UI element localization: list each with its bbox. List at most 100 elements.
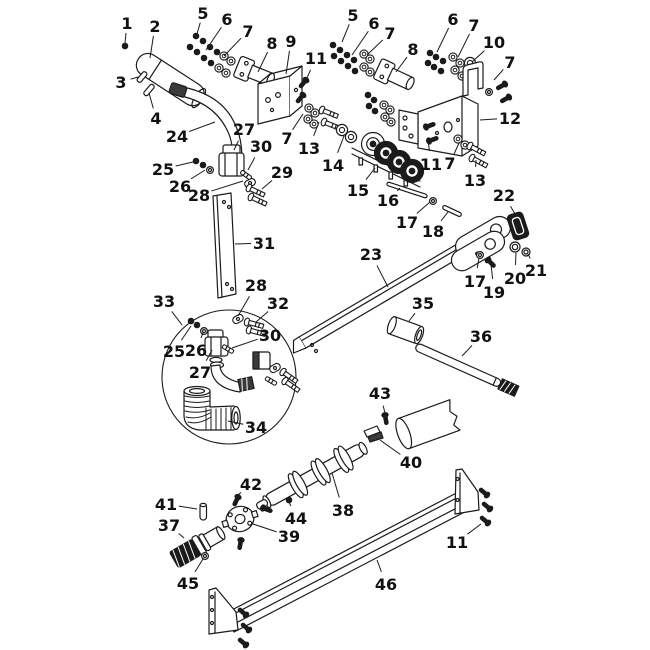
leader-line-6c — [436, 27, 450, 53]
callout-45: 45 — [177, 574, 199, 593]
callout-36: 36 — [470, 327, 492, 346]
leader-line-43 — [382, 405, 386, 414]
leader-line-45 — [194, 558, 204, 573]
leader-line-30b — [231, 338, 258, 349]
callout-44: 44 — [285, 509, 307, 528]
callout-7c: 7 — [468, 16, 479, 35]
callout-18: 18 — [422, 222, 444, 241]
part-20-ring — [509, 241, 521, 253]
callout-32: 32 — [267, 294, 289, 313]
callout-30a: 30 — [250, 137, 272, 156]
callout-17r: 17 — [464, 272, 486, 291]
callout-17m: 17 — [396, 213, 418, 232]
leader-line-6a — [205, 26, 222, 51]
callout-35: 35 — [412, 294, 434, 313]
leader-line-24 — [189, 121, 216, 132]
leader-line-7a — [223, 37, 242, 57]
callout-38: 38 — [332, 501, 354, 520]
callout-21: 21 — [525, 261, 547, 280]
part-22-cap — [506, 211, 530, 241]
cutaway-tube — [395, 399, 461, 450]
leader-line-10 — [471, 50, 485, 63]
callout-43: 43 — [369, 384, 391, 403]
part-31-post — [212, 192, 237, 299]
leader-line-2 — [149, 35, 154, 59]
leader-line-28a — [211, 180, 244, 192]
callout-29: 29 — [271, 163, 293, 182]
leader-line-36 — [461, 345, 473, 357]
callout-31: 31 — [253, 234, 275, 253]
part-33-detail-circle — [161, 309, 297, 445]
callout-12: 12 — [499, 109, 521, 128]
leader-line-17m — [416, 201, 431, 214]
callout-30b: 30 — [259, 326, 281, 345]
callout-11a: 11 — [305, 49, 327, 68]
leader-line-19 — [490, 263, 494, 280]
callout-6b: 6 — [368, 14, 379, 33]
leader-line-29 — [261, 180, 273, 190]
leader-line-12 — [479, 118, 498, 121]
part-15-pulley-stack — [351, 131, 425, 188]
callout-27a: 27 — [233, 120, 255, 139]
leader-line-18 — [440, 211, 449, 222]
callout-13f: 13 — [298, 139, 320, 158]
leader-line-6b — [351, 30, 369, 56]
leader-line-27a — [233, 140, 239, 151]
leader-line-8a — [257, 51, 269, 73]
leader-line-40 — [379, 439, 401, 455]
part-1-pin — [121, 42, 129, 50]
callout-34: 34 — [245, 418, 267, 437]
part-41-pin — [199, 502, 208, 521]
part-3-pin — [136, 71, 148, 83]
leader-line-7f — [292, 113, 304, 130]
callout-42: 42 — [240, 475, 262, 494]
part-27-clamp-top — [218, 144, 245, 177]
callout-19: 19 — [483, 283, 505, 302]
part-35-bushing — [386, 316, 425, 345]
elbow-fitting — [209, 351, 302, 395]
leader-line-9 — [285, 50, 290, 75]
part-17-nut-right — [476, 251, 484, 259]
leader-line-42 — [237, 492, 242, 496]
part-38-roller-shaft — [256, 441, 368, 510]
callout-16: 16 — [377, 191, 399, 210]
leader-line-34 — [227, 420, 244, 425]
part-8-flanged-pin-right — [373, 58, 415, 91]
callout-6a: 6 — [221, 10, 232, 29]
callout-7e: 7 — [444, 154, 455, 173]
part-36-rod — [415, 343, 520, 397]
part-46-lower-beam — [208, 468, 480, 635]
callout-3: 3 — [115, 73, 126, 92]
leader-line-22 — [510, 206, 516, 215]
part-16-rod — [386, 181, 428, 199]
leader-line-32 — [255, 311, 269, 323]
leader-line-17r — [476, 257, 480, 269]
leader-line-14 — [337, 135, 345, 154]
leader-line-39 — [252, 523, 277, 533]
leader-line-8b — [395, 56, 408, 73]
part-23-upper-beam — [292, 215, 512, 354]
callout-7d: 7 — [504, 53, 515, 72]
callout-9: 9 — [285, 32, 296, 51]
leader-line-30a — [247, 157, 256, 171]
callout-5b: 5 — [347, 6, 358, 25]
callout-8b: 8 — [407, 40, 418, 59]
leader-line-25b — [180, 325, 192, 341]
leader-line-37 — [178, 533, 185, 539]
leader-line-7d — [493, 69, 504, 81]
callout-6c: 6 — [447, 10, 458, 29]
callout-8a: 8 — [266, 34, 277, 53]
leader-line-11a — [305, 69, 312, 81]
callout-26b: 26 — [185, 341, 207, 360]
callout-7a: 7 — [242, 22, 253, 41]
callout-40: 40 — [400, 453, 422, 472]
callout-15: 15 — [347, 181, 369, 200]
leader-line-1 — [124, 32, 127, 44]
leader-line-26a — [190, 169, 206, 180]
part-44-ball — [285, 496, 293, 504]
leader-line-16 — [396, 187, 401, 192]
leader-line-4 — [148, 92, 154, 109]
callout-7b: 7 — [384, 24, 395, 43]
callout-39: 39 — [278, 527, 300, 546]
